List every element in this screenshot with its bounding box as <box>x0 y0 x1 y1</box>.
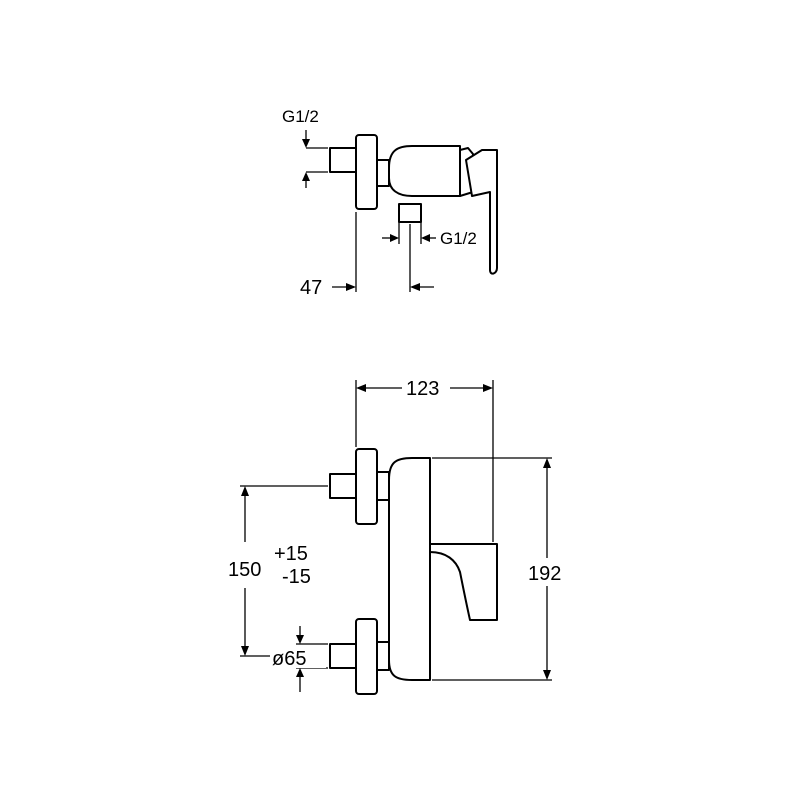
front-width-label-bg <box>402 374 450 400</box>
side-lever-handle <box>465 149 498 275</box>
side-depth-label: 47 <box>300 277 322 299</box>
side-thread-bottom-label: G1/2 <box>440 229 477 248</box>
front-diameter-arrow1 <box>296 635 304 644</box>
side-depth-arrow1 <box>346 283 356 291</box>
front-center-arrow1 <box>241 486 249 496</box>
front-height-label: 192 <box>528 563 561 585</box>
front-lower-nipple <box>329 643 357 669</box>
front-height-arrow2 <box>543 670 551 680</box>
side-flange <box>355 134 378 210</box>
front-diameter-label: ø65 <box>272 648 306 670</box>
side-depth-arrow2 <box>410 283 420 291</box>
front-lever-handle <box>429 543 498 621</box>
side-thread-top-arrow1 <box>302 139 310 148</box>
front-center-arrow2 <box>241 646 249 656</box>
front-diameter-label-bg <box>270 646 326 668</box>
side-view: G1/2 G1/2 47 <box>282 107 498 299</box>
front-diameter-arrow2 <box>296 668 304 677</box>
front-width-arrow2 <box>483 384 493 392</box>
side-outlet-nipple <box>398 203 422 223</box>
front-upper-nipple <box>329 473 357 499</box>
side-thread-top-label: G1/2 <box>282 107 319 126</box>
front-lower-nut <box>376 641 390 671</box>
front-lower-flange <box>355 618 378 695</box>
front-height-label-bg <box>524 558 574 586</box>
front-height-arrow1 <box>543 458 551 468</box>
front-mixer-body <box>388 457 431 681</box>
front-width-arrow1 <box>356 384 366 392</box>
side-mixer-body <box>388 145 461 197</box>
side-thread-bottom-arrow2 <box>421 234 430 242</box>
side-nut <box>376 159 390 187</box>
front-upper-nut <box>376 471 390 501</box>
side-thread-bottom-arrow1 <box>390 234 399 242</box>
front-center-label: 150 <box>228 559 261 581</box>
front-view: 123 192 150 +15 -15 ø65 <box>224 374 574 695</box>
side-inlet-nipple <box>329 147 357 173</box>
front-upper-flange <box>355 448 378 525</box>
front-tolerance-minus: -15 <box>282 566 311 588</box>
front-tolerance-plus: +15 <box>274 543 308 565</box>
side-thread-top-arrow2 <box>302 172 310 181</box>
front-width-label: 123 <box>406 378 439 400</box>
front-center-label-bg <box>224 542 320 588</box>
